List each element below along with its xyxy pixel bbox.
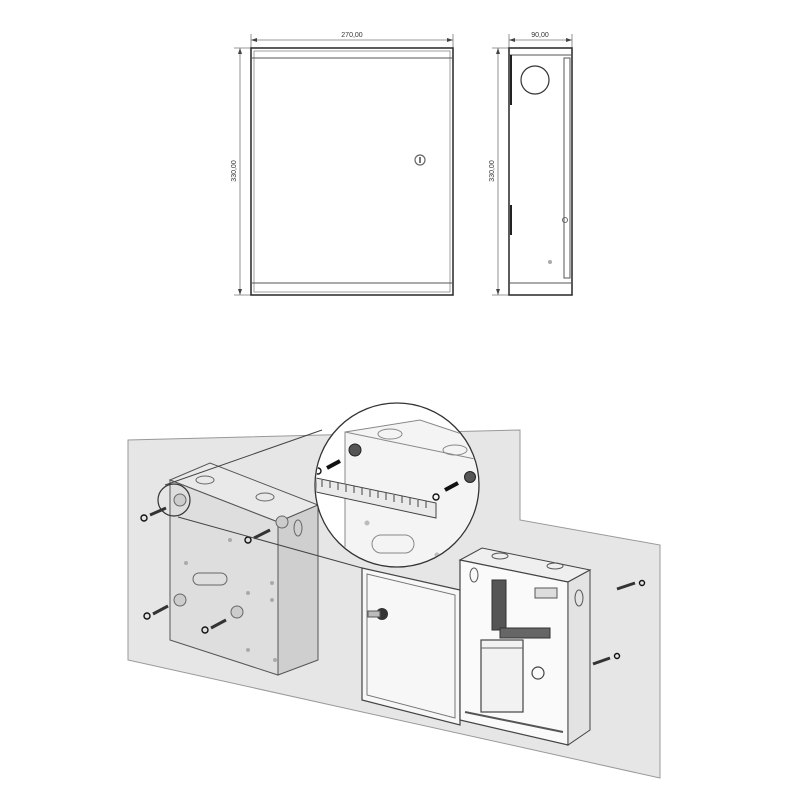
height-label: 330,00 (231, 160, 238, 182)
open-enclosure (458, 547, 592, 746)
callout-line-top (164, 429, 323, 486)
magnified-detail (314, 402, 480, 568)
side-height-label: 330,00 (489, 160, 496, 182)
mounting-screws-right (592, 579, 646, 666)
callout-source-circle (157, 483, 191, 517)
width-label: 270,00 (341, 32, 363, 39)
terminal-block (491, 579, 507, 631)
mounting-view (127, 402, 661, 779)
cable-knockout-icon (520, 65, 550, 95)
washer-icon (140, 514, 148, 522)
open-door (361, 567, 461, 726)
depth-label: 90,00 (531, 32, 549, 39)
screw-icon (326, 459, 341, 470)
mounting-screws-left (140, 506, 271, 634)
front-view: 270,00 330,00 (231, 32, 454, 296)
enclosure-front (250, 47, 454, 296)
callout-line-bottom (177, 516, 363, 569)
power-supply (480, 639, 524, 713)
side-view: 90,00 330,00 (489, 32, 573, 296)
